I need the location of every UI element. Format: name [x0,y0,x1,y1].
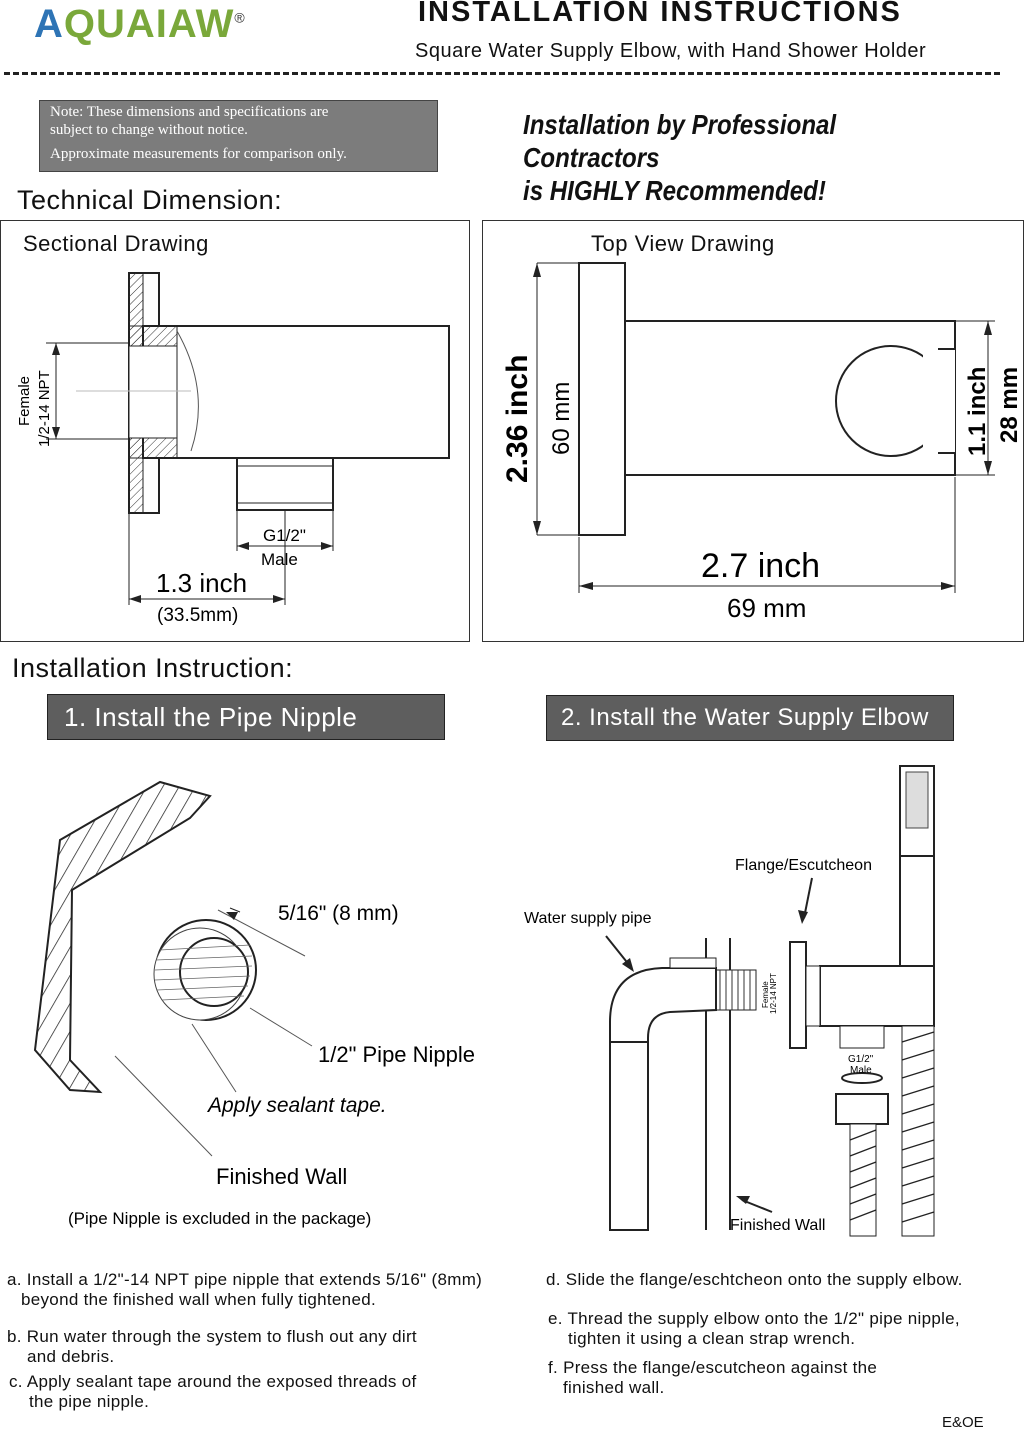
step-2-male-label: Male [850,1065,872,1076]
page-title: INSTALLATION INSTRUCTIONS [418,0,902,28]
note-line-1: Note: These dimensions and specification… [50,104,329,120]
registered-mark: ® [234,9,246,26]
logo-initial: A [34,2,64,46]
sectional-drawing-title: Sectional Drawing [23,231,209,256]
instruction-f-line-2: finished wall. [563,1378,665,1397]
brand-logo: AQUAIAW® [34,2,246,47]
instruction-b: b. Run water through the system to flush… [7,1327,417,1367]
instruction-c-line-2: the pipe nipple. [29,1392,150,1411]
top-view-panel: Top View Drawing 2.36 inch 60 mm 1.1 inc… [482,220,1024,642]
top-view-drawing: 2.36 inch 60 mm 1.1 inch 28 mm 2.7 inch … [501,262,1023,623]
technical-heading: Technical Dimension: [17,185,283,215]
sectional-width-inch: 1.3 inch [156,568,247,598]
top-view-height-inch: 2.36 inch [501,355,534,483]
step-1-nipple-label: 1/2" Pipe Nipple [318,1042,475,1067]
step-2-supply-label: Water supply pipe [524,910,652,927]
step-2-thread-label: G1/2" [848,1054,874,1065]
instruction-c: c. Apply sealant tape around the exposed… [9,1372,417,1412]
instruction-e-line-1: e. Thread the supply elbow onto the 1/2"… [548,1309,960,1328]
instruction-b-line-2: and debris. [27,1347,115,1366]
step-2-npt-label: 1/2-14 NPT [769,973,778,1014]
top-view-height-mm: 60 mm [548,382,575,455]
eoe-footer: E&OE [942,1414,984,1431]
page-subtitle: Square Water Supply Elbow, with Hand Sho… [415,40,927,62]
instruction-d-line-1: d. Slide the flange/eschtcheon onto the … [546,1270,963,1289]
top-view-holder-inch: 1.1 inch [964,367,991,456]
top-view-length-mm: 69 mm [727,593,806,623]
step-2-banner: 2. Install the Water Supply Elbow [546,695,954,741]
step-1-extend-label: 5/16" (8 mm) [278,902,399,925]
sectional-drawing: Female 1/2-14 NPT G1/2" Male 1.3 inch (3… [16,272,450,626]
instruction-a-line-1: a. Install a 1/2"-14 NPT pipe nipple tha… [7,1270,483,1289]
step-2-flange-label: Flange/Escutcheon [735,857,872,874]
step-1-drawing: 5/16" (8 mm) 1/2" Pipe Nipple Apply seal… [33,780,475,1228]
installation-heading: Installation Instruction: [12,653,294,683]
sectional-female-label: Female [16,376,33,426]
sectional-width-mm: (33.5mm) [157,605,238,626]
step-2-drawing: Flange/Escutcheon Water supply pipe Fema… [524,765,935,1237]
instruction-a-line-2: beyond the finished wall when fully tigh… [21,1290,376,1309]
sectional-male-label: Male [261,550,298,569]
recommendation-line-1: Installation by Professional Contractors [523,109,837,173]
step-1-wall-label: Finished Wall [216,1164,347,1189]
header-divider [4,72,1000,75]
instruction-e-line-2: tighten it using a clean strap wrench. [568,1329,856,1348]
top-view-title: Top View Drawing [591,231,775,256]
sectional-npt-label: 1/2-14 NPT [36,370,53,447]
note-line-3: Approximate measurements for comparison … [50,146,347,162]
instruction-e: e. Thread the supply elbow onto the 1/2"… [548,1309,960,1349]
step-2-female-label: Female [761,981,770,1008]
instruction-f-line-1: f. Press the flange/escutcheon against t… [548,1358,878,1377]
instruction-d: d. Slide the flange/eschtcheon onto the … [546,1270,963,1290]
step-1-sealant-label: Apply sealant tape. [206,1094,387,1117]
step-1-banner: 1. Install the Pipe Nipple [47,694,445,740]
step-1-excluded-note: (Pipe Nipple is excluded in the package) [68,1209,371,1228]
instruction-f: f. Press the flange/escutcheon against t… [548,1358,877,1398]
note-line-2: subject to change without notice. [50,122,248,138]
top-view-length-inch: 2.7 inch [701,547,820,585]
recommendation-line-2: is HIGHLY Recommended! [523,175,826,206]
professional-recommendation: Installation by Professional Contractors… [523,108,954,207]
instruction-c-line-1: c. Apply sealant tape around the exposed… [9,1372,417,1391]
logo-text: QUAIAW [63,2,235,46]
sectional-drawing-panel: Sectional Drawing Female 1/2-14 NPT [0,220,470,642]
sectional-thread-label: G1/2" [263,526,306,545]
instruction-a: a. Install a 1/2"-14 NPT pipe nipple tha… [7,1270,482,1310]
step-2-wall-label: Finished Wall [730,1217,825,1234]
top-view-holder-mm: 28 mm [996,367,1023,443]
instruction-b-line-1: b. Run water through the system to flush… [7,1327,417,1346]
disclaimer-note: Note: These dimensions and specification… [39,100,438,172]
